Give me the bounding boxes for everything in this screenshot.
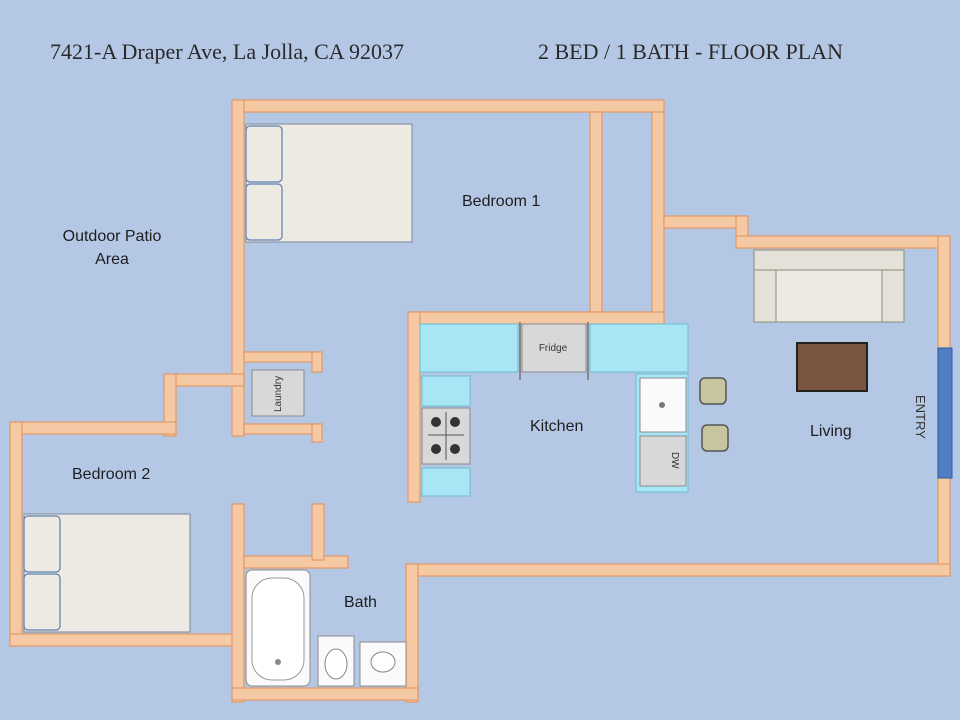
wall-bath-left bbox=[231, 503, 245, 703]
living-label: Living bbox=[810, 423, 852, 440]
bedroom1-label: Bedroom 1 bbox=[462, 193, 540, 210]
wall-bedroom1-right bbox=[651, 111, 665, 327]
wall-bedroom2-top bbox=[9, 421, 177, 435]
walls bbox=[9, 99, 951, 703]
sink bbox=[639, 377, 687, 433]
patio-label-line1: Outdoor Patio bbox=[63, 228, 162, 245]
bedroom2-bed bbox=[23, 513, 191, 633]
kitchen-label: Kitchen bbox=[530, 418, 583, 435]
stove-burners bbox=[428, 412, 464, 460]
bath-label: Bath bbox=[344, 594, 377, 611]
wall-laundry-bottom bbox=[243, 423, 321, 435]
wall-bath-right bbox=[405, 563, 419, 703]
plan-title: 2 BED / 1 BATH - FLOOR PLAN bbox=[538, 39, 843, 64]
wall-living-top-left bbox=[663, 215, 747, 229]
bedroom2-label: Bedroom 2 bbox=[72, 466, 150, 483]
sink-drain bbox=[659, 402, 665, 408]
wall-bedroom1-left bbox=[231, 99, 245, 437]
address-label: 7421-A Draper Ave, La Jolla, CA 92037 bbox=[50, 39, 404, 64]
bed-pillow bbox=[23, 573, 61, 631]
dishwasher-label: DW bbox=[669, 452, 680, 469]
bed-pillow bbox=[23, 515, 61, 573]
wall-laundry-top bbox=[243, 351, 321, 363]
burner bbox=[431, 444, 441, 454]
laundry-label: Laundry bbox=[273, 376, 284, 412]
bar-stool bbox=[701, 424, 729, 452]
wall-living-top bbox=[735, 235, 947, 249]
kitchen-fixtures: Fridge DW bbox=[419, 322, 729, 497]
wall-bedroom2-left bbox=[9, 421, 23, 647]
counter-top-right bbox=[589, 323, 689, 373]
wall-bath-bottom bbox=[231, 687, 419, 701]
wall-bedroom1-closet bbox=[589, 111, 603, 313]
entry-door bbox=[937, 347, 953, 479]
bathtub-drain bbox=[275, 659, 281, 665]
wall-bath-top bbox=[243, 555, 349, 569]
wall-bedroom2-bottom bbox=[9, 633, 245, 647]
vanity bbox=[359, 641, 407, 687]
bed-pillow bbox=[245, 183, 283, 241]
bath-fixtures bbox=[245, 569, 407, 687]
coffee-table bbox=[796, 342, 868, 392]
living-furniture bbox=[753, 249, 905, 392]
wall-patio-drop bbox=[163, 373, 177, 437]
laundry-unit: Laundry bbox=[251, 369, 305, 417]
bedroom1-bed bbox=[245, 123, 413, 243]
bathroom-sink bbox=[370, 651, 396, 673]
bed-pillow bbox=[245, 125, 283, 183]
toilet bbox=[324, 648, 348, 680]
burner bbox=[431, 417, 441, 427]
fridge bbox=[521, 323, 587, 373]
counter-left-lower bbox=[421, 467, 471, 497]
laundry-machine bbox=[251, 369, 305, 417]
wall-living-bottom bbox=[407, 563, 951, 577]
wall-kitchen-top bbox=[407, 311, 665, 325]
wall-bath-top-stub bbox=[311, 503, 325, 561]
burner bbox=[450, 417, 460, 427]
counter-top-left bbox=[419, 323, 519, 373]
dishwasher bbox=[639, 435, 687, 487]
bar-stool bbox=[699, 377, 727, 405]
bathtub-basin bbox=[251, 577, 305, 681]
sofa-back bbox=[753, 249, 905, 271]
wall-laundry-bottom-end bbox=[311, 423, 323, 443]
sofa-arm bbox=[881, 269, 905, 323]
wall-bedroom1-top bbox=[231, 99, 665, 113]
sofa-arm bbox=[753, 269, 777, 323]
fridge-label: Fridge bbox=[539, 343, 568, 354]
wall-laundry-top-end bbox=[311, 351, 323, 373]
entry-label: ENTRY bbox=[913, 395, 928, 439]
patio-label-line2: Area bbox=[95, 251, 129, 268]
burner bbox=[450, 444, 460, 454]
counter-left-upper bbox=[421, 375, 471, 407]
wall-kitchen-left bbox=[407, 311, 421, 503]
